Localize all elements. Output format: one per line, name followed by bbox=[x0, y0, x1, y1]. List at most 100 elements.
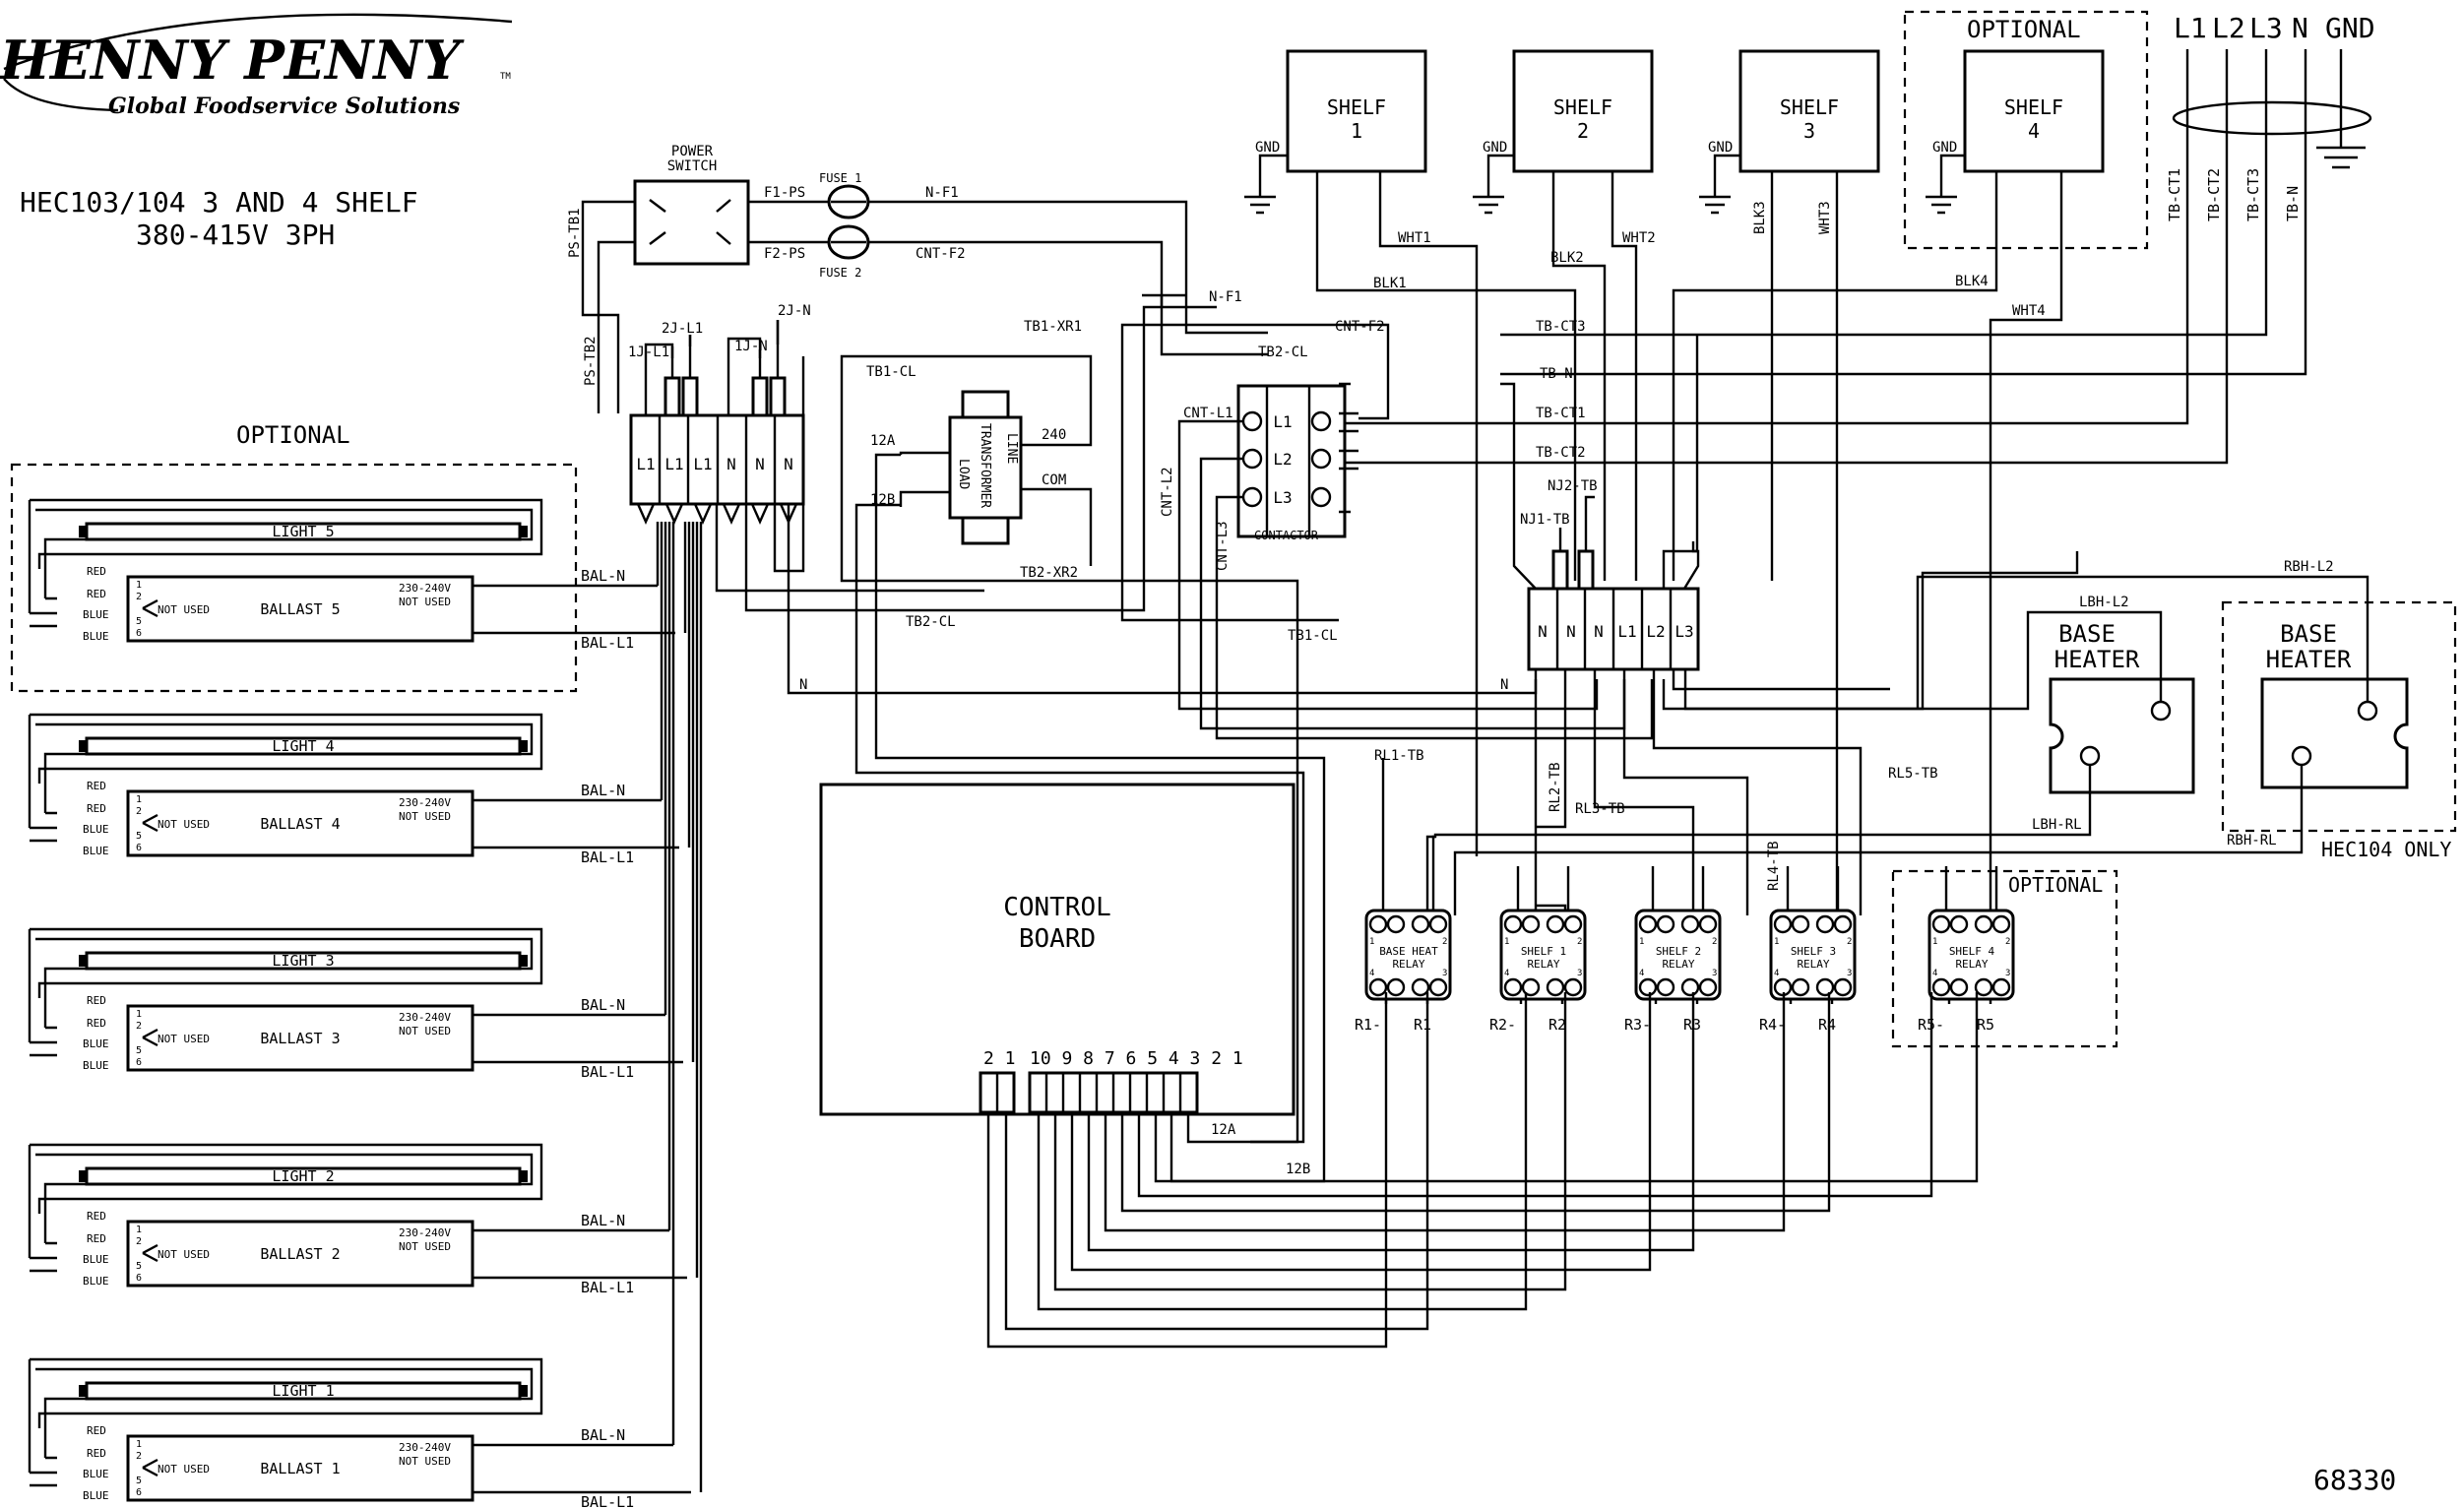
cable-sheath-icon bbox=[2172, 100, 2372, 136]
ballast-wire-blue: BLUE bbox=[83, 630, 109, 643]
svg-text:TB2-XR2: TB2-XR2 bbox=[1020, 565, 1078, 581]
svg-text:1J-L1: 1J-L1 bbox=[628, 345, 669, 360]
relay-screw-icon bbox=[1680, 914, 1700, 934]
control-board-body bbox=[819, 783, 1295, 1116]
light-label: LIGHT 4 bbox=[272, 737, 334, 755]
svg-text:GND: GND bbox=[1708, 140, 1733, 156]
relay-screw-icon bbox=[1974, 914, 1993, 934]
ballast-label: BALLAST 4 bbox=[260, 815, 340, 833]
svg-text:CNT-L2: CNT-L2 bbox=[1160, 467, 1175, 517]
relay-terminal-neg: R4- bbox=[1759, 1016, 1786, 1034]
svg-text:TB1-XR1: TB1-XR1 bbox=[1024, 319, 1082, 335]
ballast-label: BALLAST 1 bbox=[260, 1460, 340, 1477]
svg-text:BOARD: BOARD bbox=[1019, 924, 1096, 954]
label-tb1-cl: TB1-CL bbox=[866, 364, 916, 380]
svg-text:BLK3: BLK3 bbox=[1752, 201, 1768, 234]
relay-pin: 2 bbox=[1712, 937, 1717, 947]
ballast-body bbox=[126, 575, 474, 643]
relay-screw-icon bbox=[1428, 977, 1448, 997]
svg-text:L1: L1 bbox=[1617, 622, 1636, 641]
relay-terminal-neg: R1- bbox=[1355, 1016, 1381, 1034]
ballast-wire-red: RED bbox=[87, 1232, 106, 1245]
ballast-voltage: 230-240V bbox=[399, 582, 451, 595]
ballast-wire-red: RED bbox=[87, 588, 106, 600]
svg-text:GND: GND bbox=[1483, 140, 1507, 156]
ballast-voltage: 230-240V bbox=[399, 1011, 451, 1024]
label-n-left: N bbox=[799, 677, 807, 693]
ballast-not-used: NOT USED bbox=[158, 1248, 210, 1261]
relay-screw-icon bbox=[1411, 914, 1430, 934]
ground-icon bbox=[2316, 146, 2366, 169]
svg-text:LINE: LINE bbox=[1004, 433, 1019, 464]
svg-text:TB-CT1: TB-CT1 bbox=[1536, 406, 1586, 421]
svg-text:12B: 12B bbox=[1286, 1162, 1310, 1177]
relay-screw-icon bbox=[1386, 914, 1406, 934]
relay-screw-icon bbox=[1546, 914, 1565, 934]
switch-contacts-icon bbox=[649, 199, 731, 245]
svg-text:SHELF: SHELF bbox=[1780, 95, 1839, 119]
relay-pin: 4 bbox=[1639, 969, 1644, 978]
svg-text:GND: GND bbox=[1255, 140, 1280, 156]
relay-screw-icon bbox=[1521, 914, 1541, 934]
ballast-not-used: NOT USED bbox=[399, 1025, 451, 1037]
fuses: FUSE 1 FUSE 2 F1-PS F2-PS N-F1 CNT-F2 bbox=[748, 171, 1268, 356]
ballast-not-used: NOT USED bbox=[399, 596, 451, 608]
ballast-not-used: NOT USED bbox=[399, 1240, 451, 1253]
shelf-4: SHELF 4 GND bbox=[1926, 49, 2105, 215]
svg-text:N: N bbox=[755, 455, 765, 473]
shelf-leads: BLK1 WHT1 BLK2 WHT2 BLK3 WHT3 BLK4 WHT4 bbox=[1315, 171, 2063, 915]
svg-text:3: 3 bbox=[1803, 119, 1815, 143]
hec104-boundary bbox=[2221, 600, 2457, 833]
shelf-3-box bbox=[1738, 49, 1880, 173]
brand-tm: TM bbox=[500, 72, 511, 82]
label-tb2-cl-lower: TB2-CL bbox=[906, 614, 956, 630]
relay-body bbox=[1927, 909, 2015, 1001]
relay-screw-icon bbox=[1428, 914, 1448, 934]
svg-text:LBH-L2: LBH-L2 bbox=[2079, 595, 2129, 610]
contactor-screw-icon bbox=[1310, 486, 1332, 508]
ballast-wire-red: RED bbox=[87, 994, 106, 1007]
ballast-pin: 2 bbox=[136, 592, 142, 602]
ballast-wire-bal-n: BAL-N bbox=[581, 1212, 625, 1229]
svg-text:CONTACTOR: CONTACTOR bbox=[1254, 529, 1319, 542]
label-rl4-tb: RL4-TB bbox=[1766, 841, 1782, 891]
svg-text:WHT2: WHT2 bbox=[1622, 230, 1656, 246]
ballast-pin: 5 bbox=[136, 616, 142, 627]
ballast-wire-bal-n: BAL-N bbox=[581, 567, 625, 585]
ballast-wire-blue: BLUE bbox=[83, 1275, 109, 1288]
power-switch-body[interactable] bbox=[633, 179, 750, 266]
supply-terminal-l1: L1 bbox=[2174, 12, 2207, 44]
ballast-voltage: 230-240V bbox=[399, 1441, 451, 1454]
ballast-wire-bal-n: BAL-N bbox=[581, 1426, 625, 1444]
relay-label: SHELF 1 bbox=[1521, 945, 1566, 958]
svg-text:L1: L1 bbox=[636, 455, 655, 473]
relay-label: RELAY bbox=[1955, 958, 1988, 971]
svg-text:CNT-L1: CNT-L1 bbox=[1183, 406, 1233, 421]
ballast-wire-blue: BLUE bbox=[83, 608, 109, 621]
ballast-pin: 5 bbox=[136, 1476, 142, 1486]
relay-pin: 2 bbox=[2005, 937, 2010, 947]
contactor-screw-icon bbox=[1241, 448, 1263, 470]
hec104-only-label: HEC104 ONLY bbox=[2321, 838, 2451, 861]
label-rl5-tb: RL5-TB bbox=[1888, 766, 1938, 782]
relay-label: RELAY bbox=[1527, 958, 1559, 971]
svg-text:2J-N: 2J-N bbox=[778, 303, 811, 319]
light-label: LIGHT 5 bbox=[272, 523, 334, 540]
ballast-wire-bal-l1: BAL-L1 bbox=[581, 634, 634, 652]
svg-text:FUSE 2: FUSE 2 bbox=[819, 266, 861, 280]
supply-terminal-l2: L2 bbox=[2212, 12, 2245, 44]
ballast-pin: 1 bbox=[136, 580, 142, 591]
relay-screw-icon bbox=[1815, 914, 1835, 934]
ballast-pin: 6 bbox=[136, 1057, 142, 1068]
wire-tb-ct1: TB-CT1 bbox=[2166, 168, 2183, 221]
ballast-wire-bal-l1: BAL-L1 bbox=[581, 1279, 634, 1296]
optional-label-shelf4: OPTIONAL bbox=[1967, 16, 2081, 43]
svg-text:WHT4: WHT4 bbox=[2012, 303, 2046, 319]
relay-screw-icon bbox=[1991, 977, 2011, 997]
supply-terminal-l3: L3 bbox=[2249, 12, 2283, 44]
svg-text:240: 240 bbox=[1042, 427, 1066, 443]
optional-light5-boundary bbox=[10, 463, 578, 693]
